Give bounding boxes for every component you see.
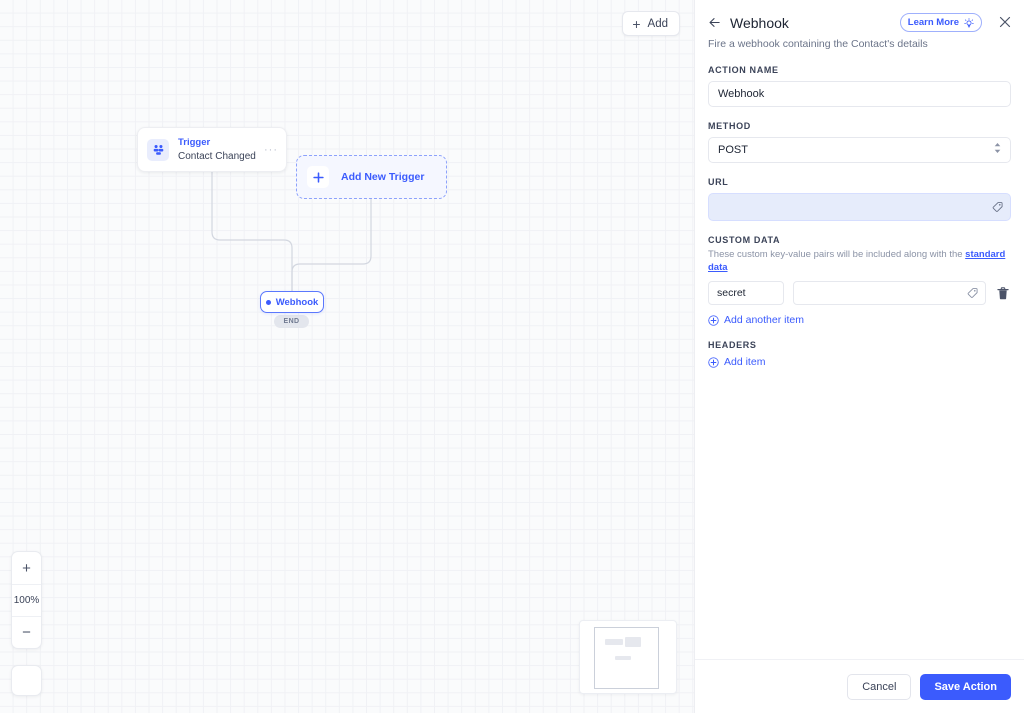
panel-body: ACTION NAME METHOD URL <box>695 51 1024 659</box>
method-label: METHOD <box>708 121 751 131</box>
url-input-wrap <box>708 193 1011 221</box>
minimap-node <box>615 656 631 660</box>
panel-title-row: Webhook Learn More <box>708 13 1011 32</box>
action-name-label: ACTION NAME <box>708 65 779 75</box>
node-webhook-label: Webhook <box>275 296 319 308</box>
add-new-trigger-label: Add New Trigger <box>341 171 425 183</box>
add-another-item-button[interactable]: Add another item <box>708 314 1011 326</box>
cancel-button[interactable]: Cancel <box>847 673 912 700</box>
node-trigger-subtitle: Contact Changed <box>178 150 256 162</box>
node-trigger[interactable]: Trigger Contact Changed ··· <box>137 127 287 172</box>
headers-label: HEADERS <box>708 340 757 350</box>
custom-data-label: CUSTOM DATA <box>708 235 781 245</box>
dot-icon <box>265 299 271 305</box>
back-arrow-icon[interactable] <box>708 16 721 29</box>
lightbulb-icon <box>964 17 974 27</box>
merge-tag-icon[interactable] <box>967 288 978 299</box>
custom-data-helper: These custom key-value pairs will be inc… <box>708 248 1011 274</box>
contacts-icon <box>147 138 169 161</box>
add-header-item-button[interactable]: Add item <box>708 356 1011 368</box>
save-action-button[interactable]: Save Action <box>920 673 1011 700</box>
node-webhook[interactable]: Webhook <box>260 291 324 313</box>
custom-data-value-wrap <box>793 281 986 305</box>
add-header-item-label: Add item <box>724 356 766 368</box>
panel-footer: Cancel Save Action <box>695 659 1024 713</box>
panel-header: Webhook Learn More Fire a webhook contai… <box>695 0 1024 51</box>
trash-icon[interactable] <box>995 286 1011 300</box>
add-button-label: Add <box>647 17 668 30</box>
standard-data-link[interactable]: standard data <box>708 249 1006 273</box>
minimap[interactable] <box>579 620 677 694</box>
headers-section: HEADERS Add item <box>708 340 1011 368</box>
connector-layer <box>211 172 372 291</box>
learn-more-label: Learn More <box>907 17 959 28</box>
zoom-controls: + 100% − <box>11 551 42 649</box>
action-name-input[interactable] <box>708 81 1011 107</box>
custom-data-section: CUSTOM DATA These custom key-value pairs… <box>708 235 1011 326</box>
method-select[interactable] <box>708 137 1011 163</box>
add-another-item-label: Add another item <box>724 314 804 326</box>
merge-tag-icon[interactable] <box>992 202 1003 213</box>
fit-to-screen-button[interactable] <box>11 665 42 696</box>
plus-icon <box>307 166 329 188</box>
node-trigger-title: Trigger <box>178 136 211 148</box>
url-field-block: URL <box>708 177 1011 221</box>
custom-data-row <box>708 281 1011 305</box>
end-badge-label: END <box>283 318 300 325</box>
action-name-field-block: ACTION NAME <box>708 65 1011 107</box>
url-label: URL <box>708 177 729 187</box>
node-trigger-text: Trigger Contact Changed <box>178 137 264 163</box>
zoom-in-button[interactable]: + <box>22 559 31 577</box>
minimap-viewport[interactable] <box>594 627 659 689</box>
page-title: Webhook <box>730 14 789 31</box>
custom-data-key-input[interactable] <box>708 281 784 305</box>
method-select-wrap <box>708 137 1011 163</box>
custom-data-value-input[interactable] <box>793 281 986 305</box>
close-icon[interactable] <box>999 16 1011 30</box>
zoom-level-label: 100% <box>12 584 41 616</box>
zoom-out-button[interactable]: − <box>12 616 41 648</box>
end-badge: END <box>274 315 309 328</box>
plus-icon: + <box>632 15 641 32</box>
custom-data-helper-prefix: These custom key-value pairs will be inc… <box>708 249 966 260</box>
node-trigger-menu-icon[interactable]: ··· <box>264 143 278 156</box>
plus-circle-icon <box>708 356 719 368</box>
plus-circle-icon <box>708 314 719 326</box>
minimap-node <box>605 639 623 645</box>
workflow-canvas[interactable]: + Add Trigger Contact Changed ··· <box>0 0 694 713</box>
add-button[interactable]: + Add <box>622 11 680 36</box>
method-field-block: METHOD <box>708 121 1011 163</box>
minimap-node <box>625 637 641 647</box>
learn-more-button[interactable]: Learn More <box>899 13 982 32</box>
url-input[interactable] <box>708 193 1011 221</box>
section-spacer <box>708 326 1011 340</box>
action-settings-panel: Webhook Learn More Fire a webhook contai… <box>694 0 1024 713</box>
node-add-new-trigger[interactable]: Add New Trigger <box>296 155 447 199</box>
panel-subtitle: Fire a webhook containing the Contact's … <box>708 38 928 50</box>
fit-to-screen-icon <box>20 674 33 687</box>
